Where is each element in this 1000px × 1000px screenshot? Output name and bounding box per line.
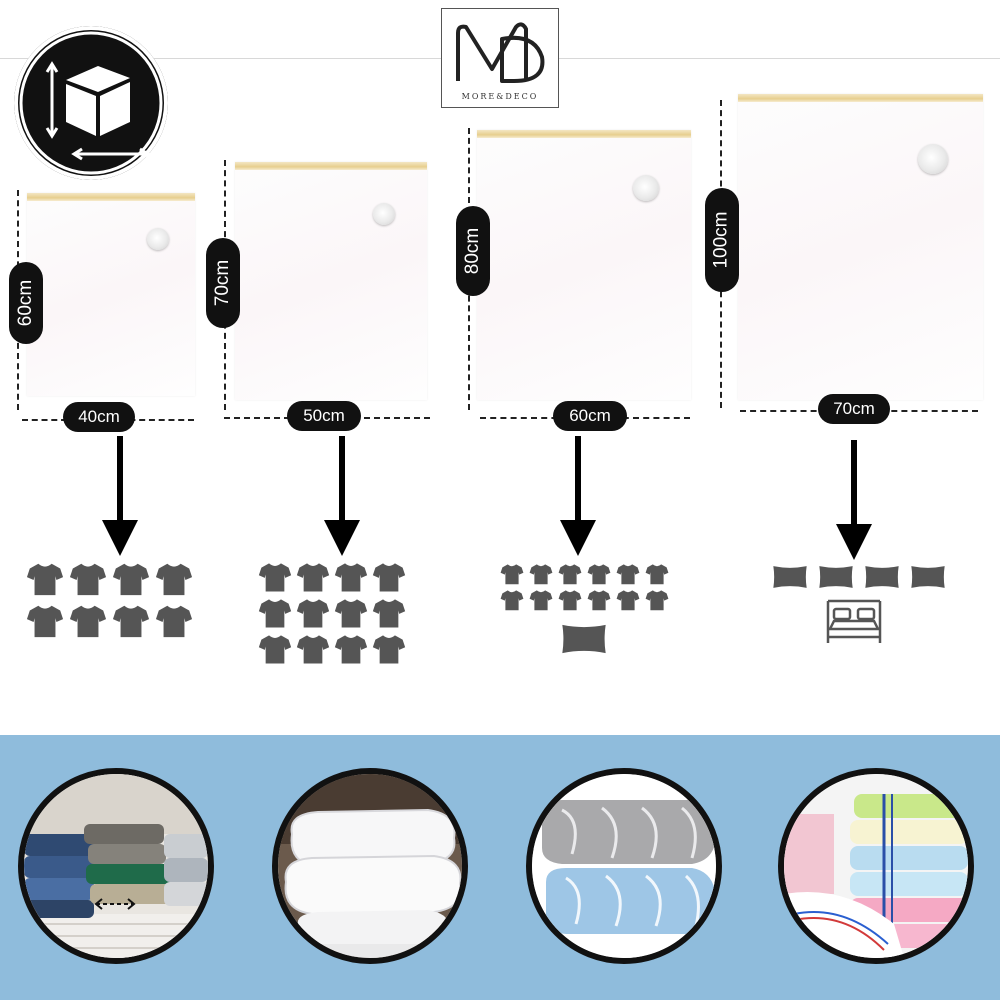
arrow-down-icon xyxy=(102,436,138,556)
t-shirt-icon xyxy=(258,560,292,599)
valve-icon xyxy=(373,203,395,225)
t-shirt-icon xyxy=(258,632,292,671)
valve-icon xyxy=(918,144,948,174)
cube-dimensions-icon xyxy=(19,31,163,175)
zip-seal xyxy=(235,162,427,170)
t-shirt-icon xyxy=(26,560,64,603)
t-shirt-icon xyxy=(112,560,150,603)
height-label: 80cm xyxy=(456,206,490,296)
t-shirt-icon xyxy=(558,562,582,591)
t-shirt-icon xyxy=(529,588,553,617)
md-logo-icon xyxy=(456,22,545,83)
t-shirt-icon xyxy=(587,588,611,617)
height-label-text: 100cm xyxy=(711,211,732,269)
t-shirt-icon xyxy=(296,596,330,635)
t-shirt-icon xyxy=(372,560,406,599)
width-label: 50cm xyxy=(287,401,361,431)
width-label: 70cm xyxy=(818,394,890,424)
towels-image xyxy=(784,774,968,958)
t-shirt-icon xyxy=(616,588,640,617)
vacuum-bag-small xyxy=(27,193,195,396)
pillow-icon xyxy=(816,562,856,597)
t-shirt-icon xyxy=(372,632,406,671)
arrow-down-icon xyxy=(324,436,360,556)
width-label: 60cm xyxy=(553,401,627,431)
bed-icon xyxy=(824,596,884,653)
brand-name: MORE&DECO xyxy=(461,92,539,101)
photo-pillows xyxy=(272,768,468,964)
height-label-text: 80cm xyxy=(462,227,483,275)
t-shirt-icon xyxy=(258,596,292,635)
t-shirt-icon xyxy=(296,632,330,671)
vacuum-bag-medium xyxy=(235,162,427,400)
valve-icon xyxy=(633,175,659,201)
t-shirt-icon xyxy=(112,602,150,645)
photo-towels xyxy=(778,768,974,964)
t-shirt-icon xyxy=(587,562,611,591)
arrow-down-icon xyxy=(560,436,596,556)
t-shirt-icon xyxy=(155,560,193,603)
height-label: 70cm xyxy=(206,238,240,328)
folded-clothes-image xyxy=(24,774,208,958)
pillow-icon xyxy=(908,562,948,597)
pillows-image xyxy=(278,774,462,958)
t-shirt-icon xyxy=(69,560,107,603)
photo-blankets xyxy=(526,768,722,964)
t-shirt-icon xyxy=(69,602,107,645)
height-label: 100cm xyxy=(705,188,739,292)
height-label: 60cm xyxy=(9,262,43,344)
t-shirt-icon xyxy=(26,602,64,645)
t-shirt-icon xyxy=(558,588,582,617)
t-shirt-icon xyxy=(645,588,669,617)
height-label-text: 70cm xyxy=(212,259,233,307)
cube-dimensions-badge xyxy=(14,26,168,180)
t-shirt-icon xyxy=(372,596,406,635)
t-shirt-icon xyxy=(645,562,669,591)
zip-seal xyxy=(27,193,195,201)
t-shirt-icon xyxy=(500,588,524,617)
width-label: 40cm xyxy=(63,402,135,432)
t-shirt-icon xyxy=(500,562,524,591)
t-shirt-icon xyxy=(334,632,368,671)
vacuum-bag-large xyxy=(477,130,691,400)
vacuum-bag-extra-large xyxy=(738,94,983,400)
brand-logo: MORE&DECO xyxy=(441,8,559,108)
pillow-icon xyxy=(558,620,610,663)
photo-folded-clothes xyxy=(18,768,214,964)
pillow-icon xyxy=(770,562,810,597)
valve-icon xyxy=(147,228,169,250)
pillow-icon xyxy=(862,562,902,597)
height-label-text: 60cm xyxy=(15,279,36,327)
t-shirt-icon xyxy=(334,560,368,599)
t-shirt-icon xyxy=(616,562,640,591)
zip-seal xyxy=(477,130,691,138)
t-shirt-icon xyxy=(155,602,193,645)
zip-seal xyxy=(738,94,983,102)
t-shirt-icon xyxy=(334,596,368,635)
blankets-image xyxy=(532,774,716,958)
t-shirt-icon xyxy=(296,560,330,599)
t-shirt-icon xyxy=(529,562,553,591)
arrow-down-icon xyxy=(836,440,872,560)
